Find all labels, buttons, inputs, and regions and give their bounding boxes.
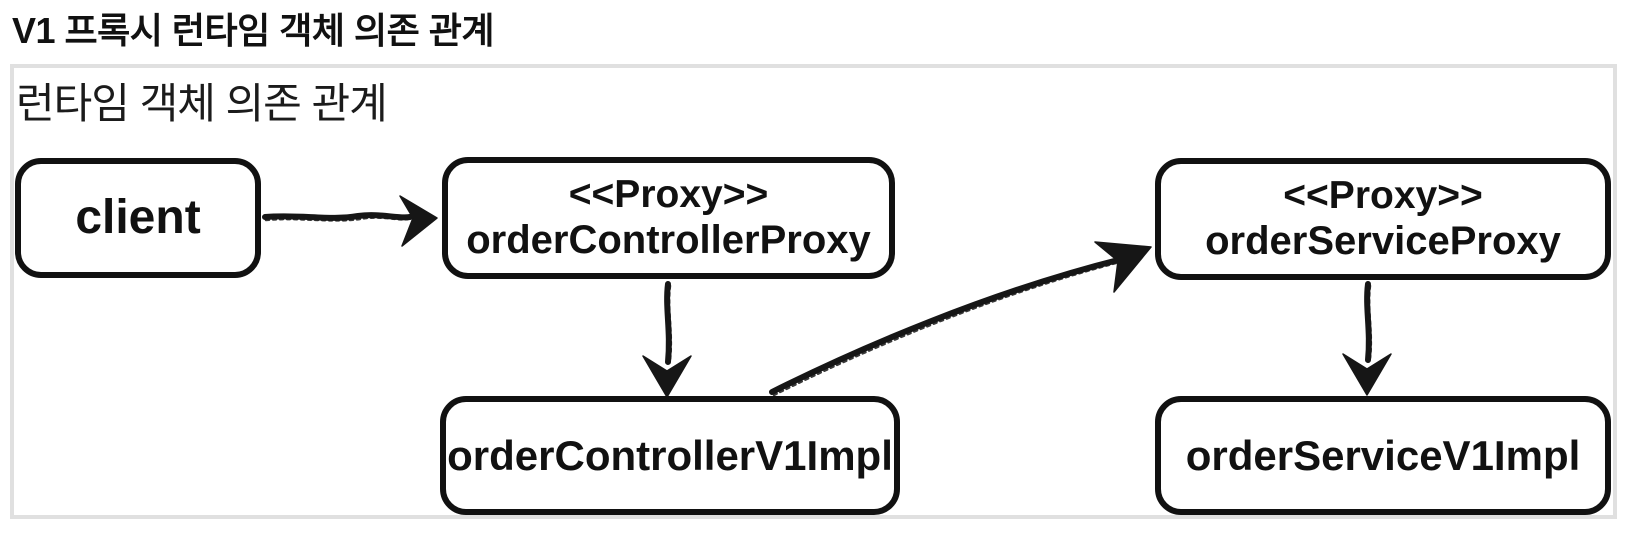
node-client-label: client	[75, 191, 201, 244]
page-title: V1 프록시 런타임 객체 의존 관계	[12, 10, 494, 51]
node-order-service-proxy: <<Proxy>> orderServiceProxy	[1155, 158, 1611, 280]
node-order-service-v1-impl-label: orderServiceV1Impl	[1185, 431, 1581, 479]
node-order-controller-proxy-stereotype: <<Proxy>>	[568, 173, 769, 216]
panel-label: 런타임 객체 의존 관계	[16, 80, 388, 127]
node-order-service-proxy-stereotype: <<Proxy>>	[1283, 174, 1483, 217]
node-order-service-proxy-label: orderServiceProxy	[1205, 219, 1561, 263]
node-client: client	[15, 158, 261, 278]
node-order-controller-v1-impl: orderControllerV1Impl	[440, 396, 900, 515]
node-order-service-v1-impl: orderServiceV1Impl	[1155, 396, 1611, 515]
node-order-controller-proxy: <<Proxy>> orderControllerProxy	[442, 157, 895, 279]
node-order-controller-v1-impl-label: orderControllerV1Impl	[447, 431, 893, 479]
node-order-controller-proxy-label: orderControllerProxy	[466, 218, 871, 262]
